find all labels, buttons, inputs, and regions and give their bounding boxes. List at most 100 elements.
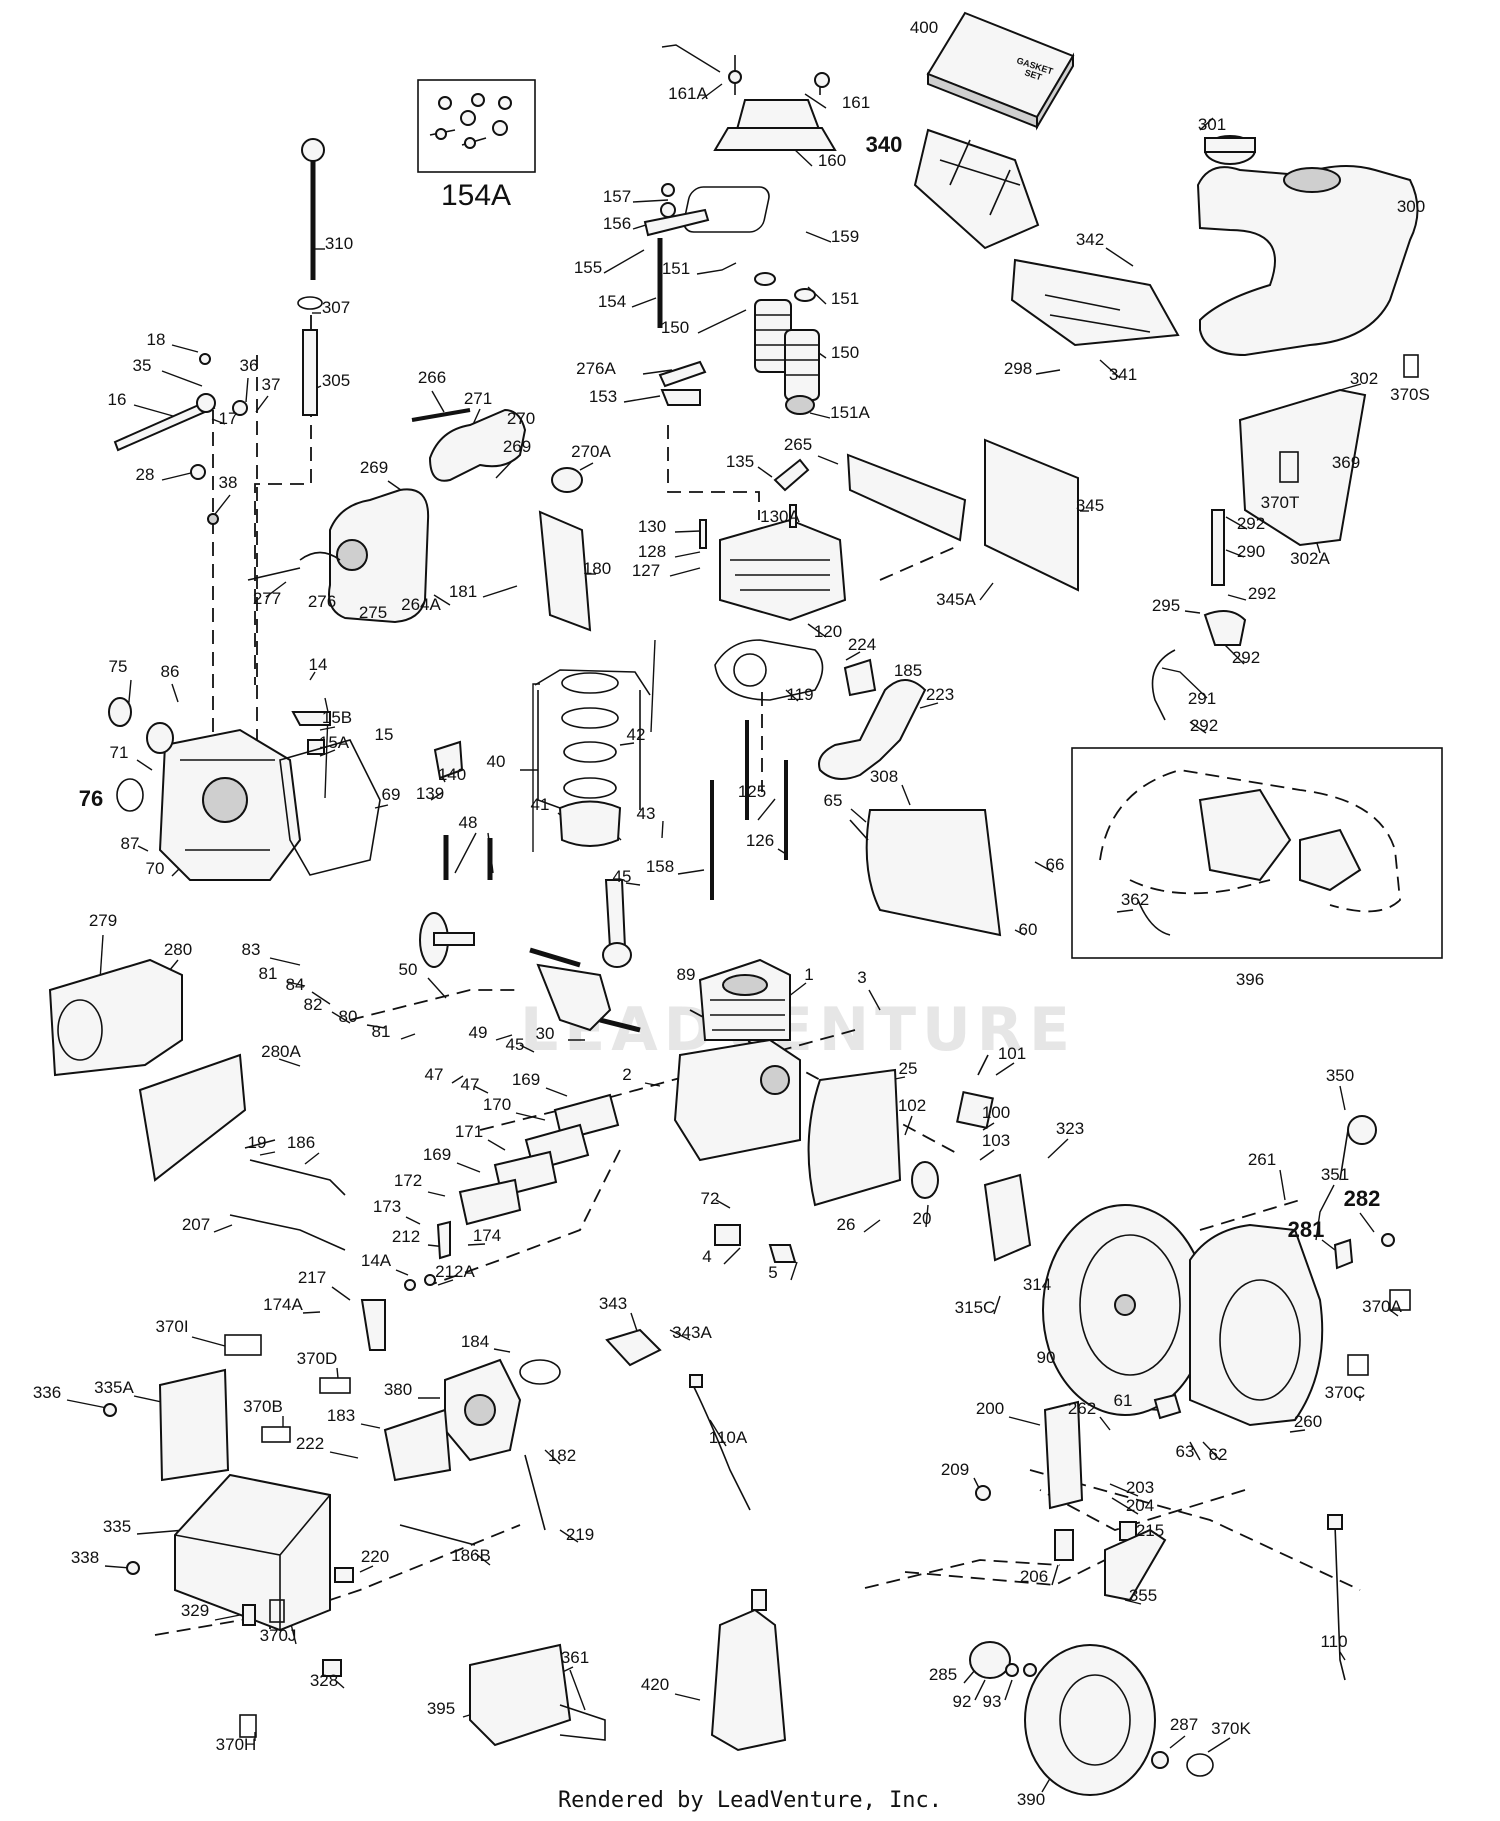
part-label-110: 110 bbox=[1320, 1632, 1347, 1651]
part-label-212A: 212A bbox=[435, 1262, 475, 1281]
part-label-169: 169 bbox=[423, 1145, 451, 1164]
part-label-276: 276 bbox=[308, 592, 336, 611]
part-label-158: 158 bbox=[646, 857, 674, 876]
part-label-63: 63 bbox=[1176, 1442, 1195, 1461]
part-label-1: 1 bbox=[804, 965, 813, 984]
part-label-292: 292 bbox=[1190, 716, 1218, 735]
part-label-260: 260 bbox=[1294, 1412, 1322, 1431]
part-label-323: 323 bbox=[1056, 1119, 1084, 1138]
part-label-26: 26 bbox=[837, 1215, 856, 1234]
part-label-20: 20 bbox=[913, 1209, 932, 1228]
part-label-182: 182 bbox=[548, 1446, 576, 1465]
part-label-17: 17 bbox=[219, 409, 238, 428]
part-label-340: 340 bbox=[866, 132, 903, 157]
part-label-70: 70 bbox=[146, 859, 165, 878]
part-label-361: 361 bbox=[561, 1648, 589, 1667]
part-label-204: 204 bbox=[1126, 1496, 1154, 1515]
part-label-28: 28 bbox=[136, 465, 155, 484]
part-label-45: 45 bbox=[613, 867, 632, 886]
part-label-130: 130 bbox=[638, 517, 666, 536]
part-label-266: 266 bbox=[418, 368, 446, 387]
part-label-101: 101 bbox=[998, 1044, 1026, 1063]
part-label-155: 155 bbox=[574, 258, 602, 277]
part-label-180: 180 bbox=[583, 559, 611, 578]
part-label-396: 396 bbox=[1236, 970, 1264, 989]
part-label-305: 305 bbox=[322, 371, 350, 390]
part-label-223: 223 bbox=[926, 685, 954, 704]
part-label-328: 328 bbox=[310, 1671, 338, 1690]
part-label-100: 100 bbox=[982, 1103, 1010, 1122]
part-label-269: 269 bbox=[503, 437, 531, 456]
part-label-47: 47 bbox=[461, 1075, 480, 1094]
part-label-287: 287 bbox=[1170, 1715, 1198, 1734]
part-label-84: 84 bbox=[286, 975, 305, 994]
part-label-4: 4 bbox=[702, 1247, 711, 1266]
part-label-185: 185 bbox=[894, 661, 922, 680]
part-label-86: 86 bbox=[161, 662, 180, 681]
part-label-18: 18 bbox=[147, 330, 166, 349]
part-label-270A: 270A bbox=[571, 442, 611, 461]
part-label-281: 281 bbox=[1288, 1217, 1325, 1242]
part-shapes: GASKET SET bbox=[48, 11, 1443, 1796]
part-label-72: 72 bbox=[701, 1189, 720, 1208]
part-label-370J: 370J bbox=[260, 1626, 297, 1645]
part-label-2: 2 bbox=[622, 1065, 631, 1084]
part-label-151: 151 bbox=[831, 289, 859, 308]
part-label-390: 390 bbox=[1017, 1790, 1045, 1809]
part-label-66: 66 bbox=[1046, 855, 1065, 874]
part-label-362: 362 bbox=[1121, 890, 1149, 909]
part-label-154: 154 bbox=[598, 292, 626, 311]
part-label-183: 183 bbox=[327, 1406, 355, 1425]
part-label-224: 224 bbox=[848, 635, 876, 654]
part-label-139: 139 bbox=[416, 784, 444, 803]
part-label-161A: 161A bbox=[668, 84, 708, 103]
part-label-276A: 276A bbox=[576, 359, 616, 378]
part-label-370A: 370A bbox=[1362, 1297, 1402, 1316]
part-label-47: 47 bbox=[425, 1065, 444, 1084]
part-label-15B: 15B bbox=[322, 708, 352, 727]
part-label-336: 336 bbox=[33, 1383, 61, 1402]
part-label-61: 61 bbox=[1114, 1391, 1133, 1410]
part-label-181: 181 bbox=[449, 582, 477, 601]
part-label-154A: 154A bbox=[441, 179, 511, 212]
part-label-400: 400 bbox=[910, 18, 938, 37]
part-label-184: 184 bbox=[461, 1332, 489, 1351]
part-label-343: 343 bbox=[599, 1294, 627, 1313]
part-label-280A: 280A bbox=[261, 1042, 301, 1061]
part-label-209: 209 bbox=[941, 1460, 969, 1479]
part-label-103: 103 bbox=[982, 1131, 1010, 1150]
part-label-219: 219 bbox=[566, 1525, 594, 1544]
part-label-370K: 370K bbox=[1211, 1719, 1251, 1738]
part-label-291: 291 bbox=[1188, 689, 1216, 708]
part-label-120: 120 bbox=[814, 622, 842, 641]
part-label-15: 15 bbox=[375, 725, 394, 744]
part-label-308: 308 bbox=[870, 767, 898, 786]
part-label-298: 298 bbox=[1004, 359, 1032, 378]
part-label-186B: 186B bbox=[451, 1546, 491, 1565]
part-label-280: 280 bbox=[164, 940, 192, 959]
part-label-151A: 151A bbox=[830, 403, 870, 422]
part-label-80: 80 bbox=[339, 1007, 358, 1026]
part-label-292: 292 bbox=[1248, 584, 1276, 603]
part-label-25: 25 bbox=[899, 1059, 918, 1078]
part-label-395: 395 bbox=[427, 1699, 455, 1718]
part-label-49: 49 bbox=[469, 1023, 488, 1042]
watermark-text: LEADVENTURE bbox=[520, 995, 1076, 1065]
part-label-156: 156 bbox=[603, 214, 631, 233]
part-label-315C: 315C bbox=[955, 1298, 996, 1317]
part-label-261: 261 bbox=[1248, 1150, 1276, 1169]
part-label-301: 301 bbox=[1198, 115, 1226, 134]
part-label-89: 89 bbox=[677, 965, 696, 984]
part-label-5: 5 bbox=[768, 1263, 777, 1282]
part-label-93: 93 bbox=[983, 1692, 1002, 1711]
part-label-285: 285 bbox=[929, 1665, 957, 1684]
part-label-36: 36 bbox=[240, 356, 259, 375]
part-label-212: 212 bbox=[392, 1227, 420, 1246]
part-label-173: 173 bbox=[373, 1197, 401, 1216]
part-label-119: 119 bbox=[786, 685, 813, 704]
part-label-172: 172 bbox=[394, 1171, 422, 1190]
part-label-151: 151 bbox=[662, 259, 690, 278]
part-label-355: 355 bbox=[1129, 1586, 1157, 1605]
part-label-14A: 14A bbox=[361, 1251, 392, 1270]
part-label-215: 215 bbox=[1136, 1521, 1164, 1540]
